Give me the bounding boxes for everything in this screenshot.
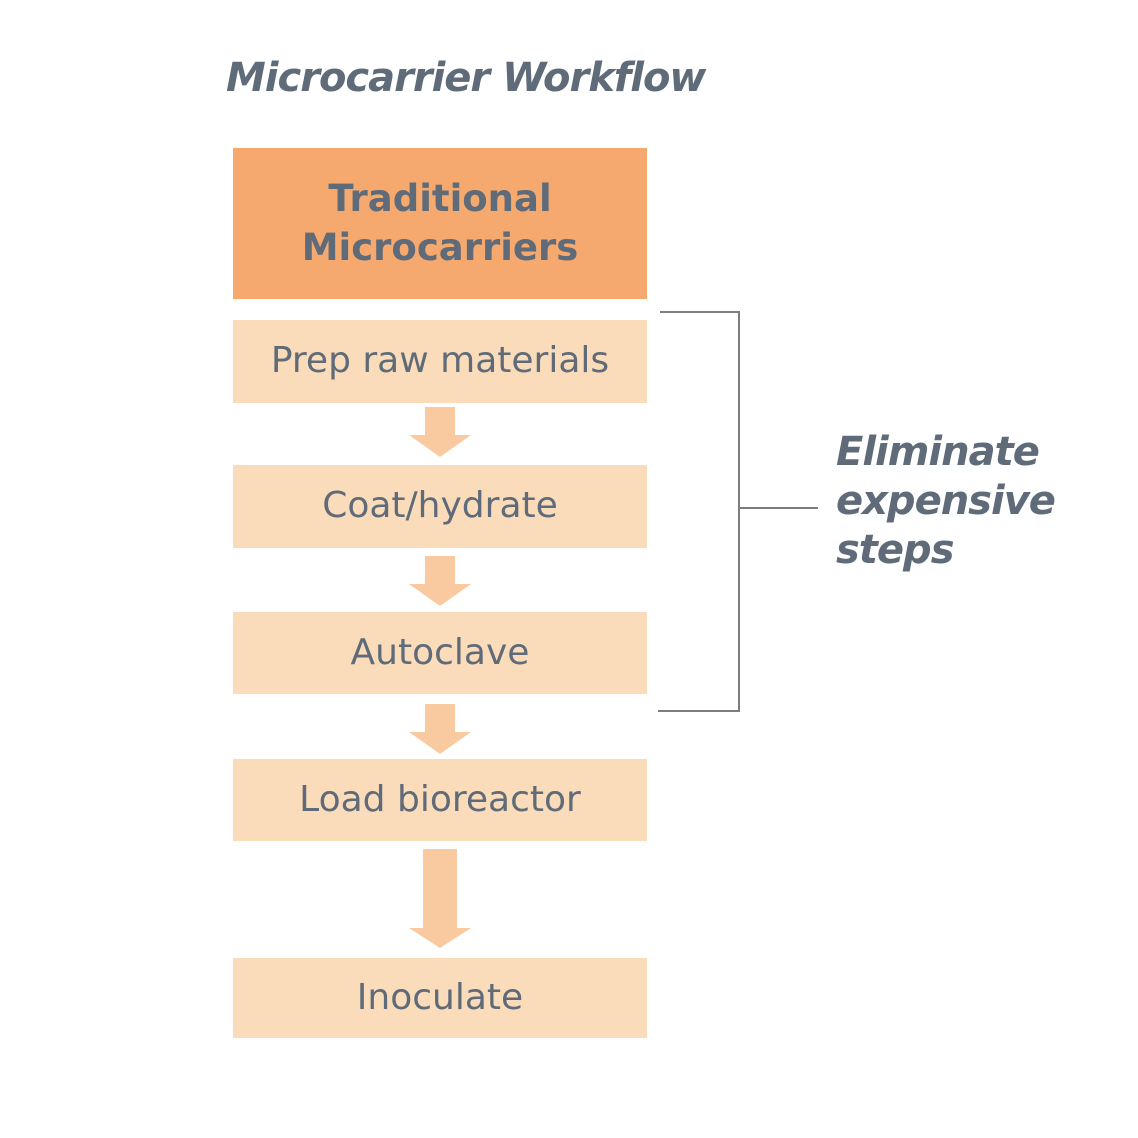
flow-box-autoclave: Autoclave [233,612,647,694]
flow-box-label: Coat/hydrate [322,485,558,527]
bracket-vertical-line [738,311,740,712]
bracket-tick-line [740,507,818,509]
bracket-top-line [660,311,740,313]
down-arrow-icon [408,849,472,949]
flow-box-traditional-microcarriers: Traditional Microcarriers [233,148,647,299]
flow-box-label: Load bioreactor [299,778,581,820]
down-arrow-icon [408,704,472,756]
flow-box-prep-raw-materials: Prep raw materials [233,320,647,403]
bracket-bottom-line [658,710,740,712]
down-arrow-icon [408,407,472,459]
page-title: Microcarrier Workflow [226,55,706,101]
flow-box-load-bioreactor: Load bioreactor [233,759,647,841]
flow-box-label: Prep raw materials [270,340,610,382]
flow-box-coat-hydrate: Coat/hydrate [233,465,647,548]
flow-box-label: Autoclave [350,631,530,673]
flow-box-inoculate: Inoculate [233,958,647,1038]
flow-box-label: Inoculate [356,976,524,1018]
flow-box-label: Traditional Microcarriers [301,177,579,269]
annotation-eliminate-expensive-steps: Eliminate expensive steps [836,429,1056,573]
down-arrow-icon [408,556,472,608]
